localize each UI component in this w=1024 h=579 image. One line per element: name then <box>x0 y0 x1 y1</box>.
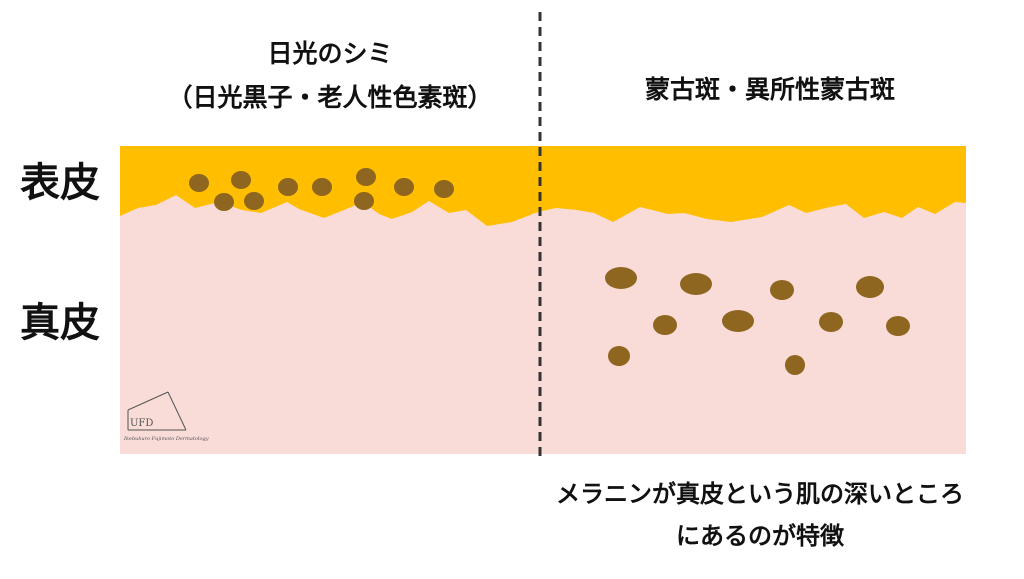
left-title-line1: 日光のシミ <box>267 39 393 68</box>
melanin-granule <box>770 280 794 300</box>
clinic-logo: UFD <box>127 391 187 431</box>
melanin-granule <box>856 276 884 298</box>
melanin-granule <box>189 174 209 192</box>
melanin-granule <box>356 168 376 186</box>
dermal-melanin-group <box>605 267 910 375</box>
melanin-granule <box>394 178 414 196</box>
melanin-granule <box>434 180 454 198</box>
melanin-granule <box>785 355 805 375</box>
melanin-granule <box>214 193 234 211</box>
dermis-label: 真皮 <box>20 300 100 346</box>
logo-letters: UFD <box>130 418 153 429</box>
melanin-granule <box>231 171 251 189</box>
melanin-granule <box>278 178 298 196</box>
logo-subtitle: Ikebukuro Fujimoto Dermatology <box>124 436 209 442</box>
right-title: 蒙古斑・異所性蒙古斑 <box>644 75 895 104</box>
melanin-granule <box>312 178 332 196</box>
melanin-granule <box>819 312 843 332</box>
epidermal-melanin-group <box>189 168 454 211</box>
caption-line1: メラニンが真皮という肌の深いところ <box>556 480 964 508</box>
melanin-granule <box>608 346 630 366</box>
epidermis-label: 表皮 <box>20 160 100 206</box>
melanin-granule <box>722 310 754 332</box>
melanin-granule <box>886 316 910 336</box>
melanin-granule <box>653 315 677 335</box>
melanin-granule <box>605 267 637 289</box>
left-title-line2: （日光黒子・老人性色素斑） <box>167 83 493 112</box>
melanin-granule <box>244 192 264 210</box>
caption-line2: にあるのが特徴 <box>676 522 844 550</box>
melanin-granule <box>354 192 374 210</box>
epidermis-layer <box>120 146 966 226</box>
melanin-granule <box>680 273 712 295</box>
